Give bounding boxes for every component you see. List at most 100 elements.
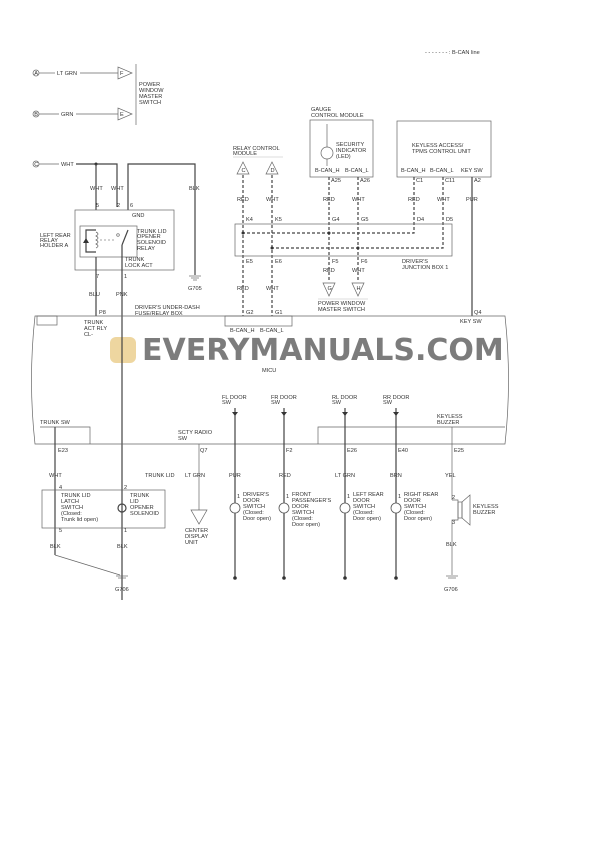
- pin: G4: [332, 217, 339, 223]
- pin: 1: [347, 494, 350, 500]
- svg-text:G706: G706: [444, 587, 458, 593]
- pin: 7: [96, 274, 99, 280]
- pin: 3: [452, 520, 455, 526]
- connector-f: F: [120, 71, 124, 77]
- pin-label: B-CAN_L: [260, 328, 284, 334]
- wire-color: WHT: [90, 186, 103, 192]
- pin: 6: [130, 203, 133, 209]
- pin: Q4: [474, 310, 481, 316]
- pin: D4: [417, 217, 424, 223]
- svg-text:G706: G706: [115, 587, 129, 593]
- pin: 2: [452, 495, 455, 501]
- relay-holder-box: [74, 209, 175, 271]
- wire-color: WHT: [437, 197, 450, 203]
- micu-title: MICU: [262, 368, 276, 374]
- wire-color: WHT: [266, 286, 279, 292]
- wire-color: BLK: [50, 544, 61, 550]
- svg-text:FUSE/RELAY BOX: FUSE/RELAY BOX: [135, 311, 183, 317]
- svg-text:DISPLAY: DISPLAY: [185, 534, 208, 540]
- wire-color: BLK: [117, 544, 128, 550]
- door-switch-label: (Closed:: [404, 510, 425, 516]
- wire-color: RED: [323, 197, 335, 203]
- wire-color: RED: [408, 197, 420, 203]
- door-switch-label: LEFT REAR: [353, 492, 384, 498]
- wire-color: BLU: [89, 292, 100, 298]
- keyless-buzzer-micu-label: KEYLESS BUZZER: [437, 414, 463, 426]
- wire-color: LT GRN: [335, 473, 355, 479]
- pin: G5: [361, 217, 368, 223]
- svg-text:GAUGE: GAUGE: [311, 107, 331, 113]
- door-switch-label: DOOR: [243, 498, 260, 504]
- connector-d: D: [271, 168, 275, 174]
- pin: P8: [99, 310, 106, 316]
- connector-a-wire: A LT GRN F: [32, 66, 133, 80]
- door-switch-label: DOOR: [292, 504, 309, 510]
- connector-g: G: [328, 286, 332, 292]
- svg-text:BUZZER: BUZZER: [473, 510, 495, 516]
- gauge-control-module: [309, 119, 374, 178]
- svg-text:TRUNK LID: TRUNK LID: [137, 229, 167, 235]
- solenoid-relay-label: TRUNK LID OPENER SOLENOID RELAY: [137, 229, 167, 252]
- svg-text:DRIVER'S: DRIVER'S: [402, 259, 428, 265]
- wire-color: GRN: [61, 112, 73, 118]
- svg-text:TRUNK: TRUNK: [125, 257, 145, 263]
- door-switch-label: Door open): [243, 516, 271, 522]
- svg-text:KEYLESS ACCESS/: KEYLESS ACCESS/: [412, 143, 464, 149]
- security-indicator-label: SECURITY INDICATOR (LED): [336, 142, 366, 160]
- door-switch-label: (Closed:: [292, 516, 313, 522]
- wire-color: RED: [237, 286, 249, 292]
- pin-label: KEY SW: [460, 319, 482, 325]
- svg-text:CENTER: CENTER: [185, 528, 208, 534]
- svg-text:SECURITY: SECURITY: [336, 142, 365, 148]
- door-switch-label: FRONT: [292, 492, 312, 498]
- pin: Q7: [200, 448, 207, 454]
- pin: 5: [59, 528, 62, 534]
- wire-color: LT GRN: [185, 473, 205, 479]
- svg-text:OPENER: OPENER: [137, 234, 161, 240]
- door-switch-label: (Closed:: [353, 510, 374, 516]
- power-window-switch-label-2: POWER WINDOW MASTER SWITCH: [318, 301, 366, 313]
- door-switch-label: DOOR: [404, 498, 421, 504]
- wire-color: RED: [323, 268, 335, 274]
- svg-text:JUNCTION BOX 1: JUNCTION BOX 1: [402, 265, 448, 271]
- relay-control-module-label: RELAY CONTROL MODULE: [233, 146, 280, 157]
- svg-text:BUZZER: BUZZER: [437, 420, 459, 426]
- drivers-junction-box: [234, 223, 453, 257]
- pin: A26: [360, 178, 370, 184]
- wire-color: YEL: [445, 473, 456, 479]
- svg-text:SOLENOID: SOLENOID: [130, 511, 159, 517]
- svg-text:LEFT REAR: LEFT REAR: [40, 233, 71, 239]
- micu-box: [31, 315, 509, 445]
- svg-text:RELAY: RELAY: [137, 246, 155, 252]
- trunk-latch-switch-label: TRUNK LID LATCH SWITCH (Closed: Trunk li…: [61, 493, 98, 523]
- svg-text:FR DOOR: FR DOOR: [271, 395, 297, 401]
- svg-text:LID: LID: [130, 499, 139, 505]
- trunk-act-rly-label: TRUNK ACT RLY CL-: [84, 320, 107, 338]
- door-switch-label: (Closed:: [243, 510, 264, 516]
- svg-text:SW: SW: [178, 436, 188, 442]
- door-switch-label: RIGHT REAR: [404, 492, 438, 498]
- pin-label: B-CAN_L: [345, 168, 369, 174]
- trunk-lock-act-label: TRUNK LOCK ACT: [125, 257, 153, 269]
- pin: A25: [331, 178, 341, 184]
- wire-color: WHT: [352, 197, 365, 203]
- svg-text:MODULE: MODULE: [233, 151, 257, 157]
- door-switch-label: Door open): [404, 516, 432, 522]
- door-switch-label: SWITCH: [292, 510, 314, 516]
- svg-text:CL-: CL-: [84, 332, 93, 338]
- solenoid-icon: [117, 503, 127, 513]
- wire-color: TRUNK LID: [145, 473, 175, 479]
- door-switch-icon: [229, 502, 241, 514]
- door-switch-label: SWITCH: [243, 504, 265, 510]
- pin: E25: [454, 448, 464, 454]
- wire-color: PUR: [229, 473, 241, 479]
- pin: 1: [124, 528, 127, 534]
- pin-label: B-CAN_H: [230, 328, 255, 334]
- pin: G1: [275, 310, 282, 316]
- scty-radio-label: SCTY RADIO SW: [178, 430, 213, 442]
- svg-text:Trunk lid open): Trunk lid open): [61, 517, 98, 523]
- svg-text:LATCH: LATCH: [61, 499, 79, 505]
- fuse-box-label: DRIVER'S UNDER-DASH FUSE/RELAY BOX: [135, 305, 200, 317]
